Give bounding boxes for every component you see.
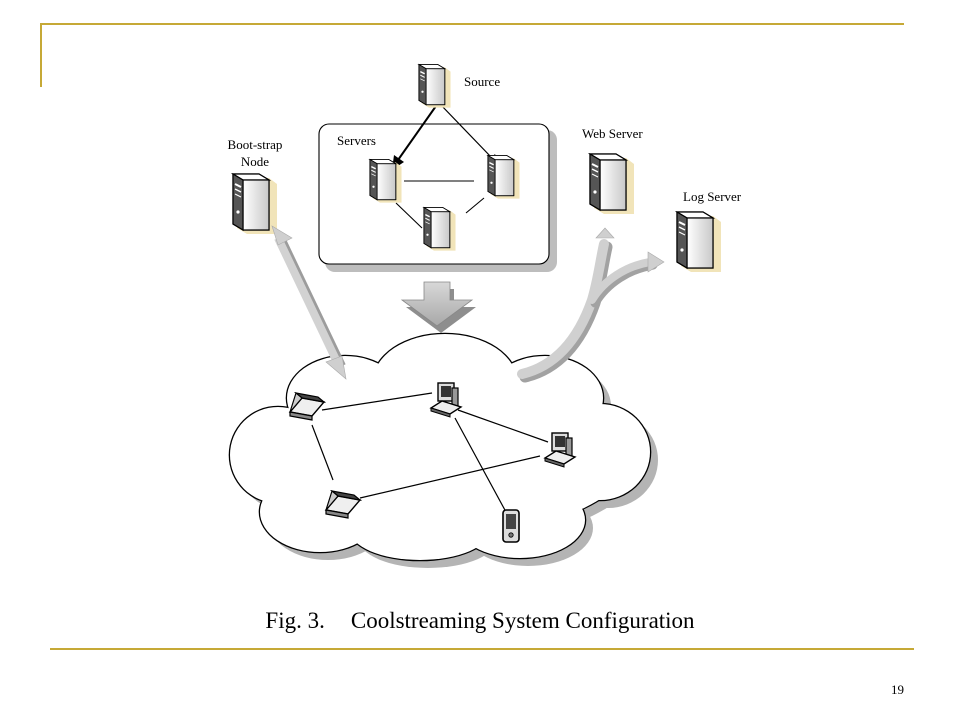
- server-links: [395, 180, 485, 229]
- down-arrow-icon: [400, 281, 476, 333]
- web-server-label: Web Server: [582, 126, 643, 141]
- server-icon: [423, 206, 457, 252]
- bootstrap-label-line1: Boot-strap: [228, 137, 283, 152]
- bootstrap-server-icon: [232, 173, 278, 235]
- curved-double-arrow-icon: [517, 239, 658, 383]
- bootstrap-link-arrow: [271, 225, 347, 380]
- log-server-label: Log Server: [683, 189, 742, 204]
- source-label: Source: [464, 74, 500, 89]
- system-diagram: Servers Source Boot-strap Node Web Serve…: [228, 63, 742, 568]
- caption-title: Coolstreaming System Configuration: [350, 608, 695, 633]
- caption-prefix: Fig. 3.: [265, 608, 325, 633]
- bootstrap-label-line2: Node: [241, 154, 269, 169]
- page-number: 19: [891, 682, 904, 697]
- left-rule: [40, 23, 42, 87]
- log-server-icon: [676, 211, 722, 273]
- network-cloud: [228, 332, 658, 568]
- log-arrow-head: [647, 251, 665, 273]
- top-rule: [40, 23, 904, 25]
- source-server-icon: [418, 63, 452, 109]
- bottom-rule: [50, 648, 914, 650]
- web-arrow-head: [595, 227, 615, 239]
- server-icon: [487, 154, 521, 200]
- web-server-icon: [589, 153, 635, 215]
- pda-icon: [502, 509, 520, 543]
- peer-links: [311, 392, 549, 513]
- figure-caption: Fig. 3. Coolstreaming System Configuratio…: [0, 608, 960, 634]
- server-icon: [369, 158, 403, 204]
- servers-label: Servers: [337, 133, 376, 148]
